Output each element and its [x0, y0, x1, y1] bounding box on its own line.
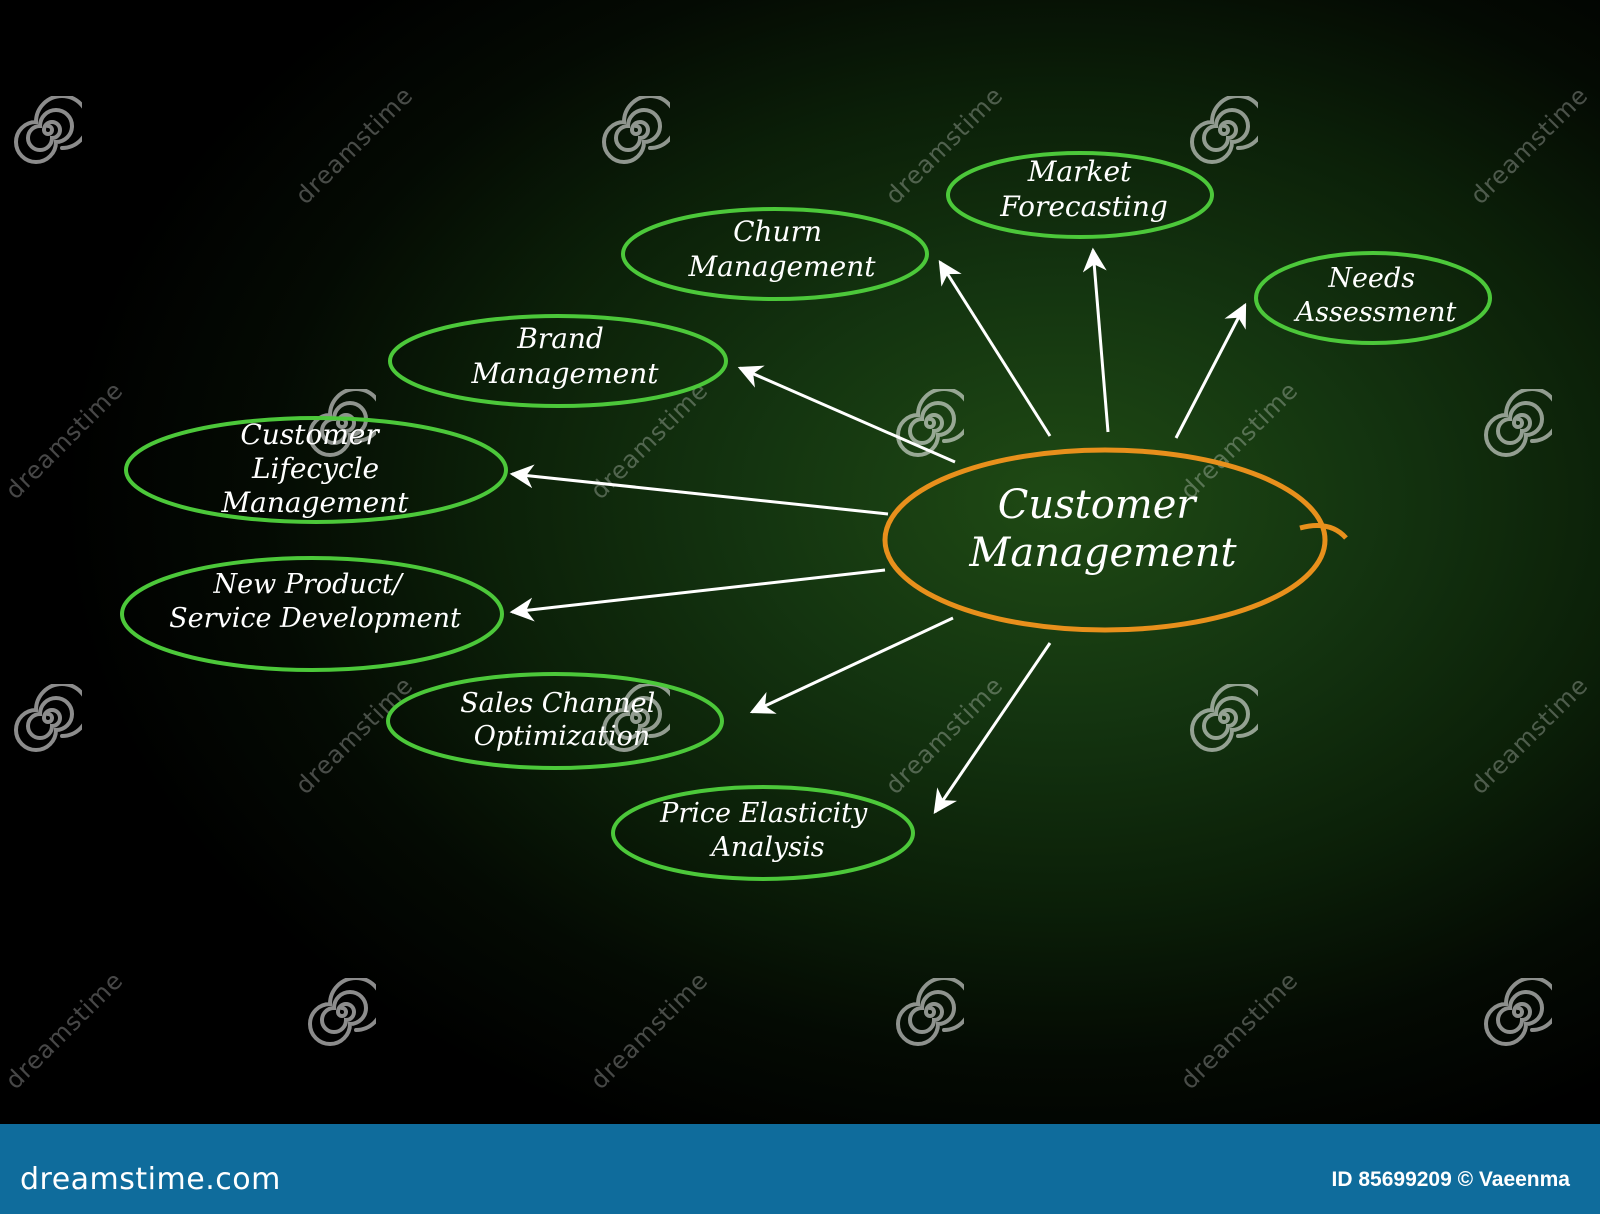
svg-text:New Product/ Service D: New Product/ Service Development: [169, 569, 461, 634]
node-price: Price Elasticity Analysis: [611, 785, 915, 881]
center-ellipse-tail: [1299, 523, 1348, 540]
node-label: Churn: [733, 215, 822, 248]
arrow-to-clm: [509, 464, 889, 516]
node-label: Analysis: [708, 832, 824, 863]
svg-text:Market Forecasting: Market Forecasting: [999, 155, 1168, 223]
node-clm: Customer Lifecycle Management: [124, 416, 508, 524]
footer-bar: dreamstime.com ID 85699209 © Vaeenma: [0, 1124, 1600, 1214]
node-sales: Sales Channel Optimization: [386, 672, 724, 770]
node-label: Market: [1027, 155, 1132, 188]
svg-text:Customer Management: Customer Management: [968, 482, 1237, 576]
node-npd: New Product/ Service Development: [120, 556, 504, 672]
node-label: Sales Channel: [460, 688, 655, 719]
footer-logo[interactable]: dreamstime.com: [20, 1162, 281, 1197]
node-ellipse: [388, 314, 728, 408]
node-ellipse: [946, 151, 1214, 239]
node-label: Price Elasticity: [659, 798, 868, 829]
node-churn: Churn Management: [621, 207, 929, 301]
arrows: [509, 247, 1247, 814]
node-market: Market Forecasting: [946, 151, 1214, 239]
svg-text:Customer Lifecycle: Customer Lifecycle Management: [221, 418, 410, 519]
node-label: New Product/: [213, 569, 405, 600]
node-label: Brand: [516, 322, 604, 355]
node-label: Needs: [1327, 263, 1415, 294]
node-label: Assessment: [1293, 297, 1457, 328]
arrow-to-brand: [737, 365, 956, 464]
center-ellipse: [882, 447, 1328, 633]
node-label: Customer: [240, 418, 380, 451]
node-ellipse: [621, 207, 929, 301]
spiral-logo-icon: [602, 682, 678, 757]
spiral-logo-icon: [1190, 94, 1266, 169]
spiral-logo-icon: [14, 94, 90, 169]
node-ellipse: [124, 416, 508, 524]
node-label: Management: [221, 486, 410, 519]
node-brand: Brand Management: [388, 314, 728, 408]
arrow-to-needs: [1174, 302, 1247, 439]
mind-map: Churn Management Market Forecasting Need…: [120, 151, 1492, 881]
spiral-logo-icon: [1484, 976, 1560, 1051]
node-ellipse: [1254, 251, 1492, 345]
spiral-logo-icon: [1190, 682, 1266, 757]
node-label: Management: [688, 250, 877, 283]
svg-text:Needs Assessment: Needs Assessment: [1293, 263, 1457, 328]
spiral-logo-icon: [308, 976, 384, 1051]
node-ellipse: [611, 785, 915, 881]
image-id-credit: ID 85699209 © Vaeenma: [1331, 1168, 1570, 1191]
spiral-logo-icon: [896, 387, 972, 462]
node-ellipse: [386, 672, 724, 770]
arrow-to-price: [933, 642, 1052, 814]
center-label: Customer: [998, 482, 1199, 528]
arrow-to-sales: [749, 616, 954, 714]
arrow-to-churn: [938, 259, 1052, 437]
center-label: Management: [968, 530, 1237, 576]
arrow-to-market: [1082, 247, 1110, 433]
spiral-logo-icon: [896, 976, 972, 1051]
svg-text:Price Elasticity Analy: Price Elasticity Analysis: [659, 798, 876, 863]
node-label: Optimization: [474, 721, 651, 752]
spiral-logo-icon: [602, 94, 678, 169]
arrow-to-npd: [509, 568, 886, 622]
node-needs: Needs Assessment: [1254, 251, 1492, 345]
node-label: Service Development: [169, 603, 461, 634]
node-ellipse: [120, 556, 504, 672]
spiral-logo-icon: [1484, 387, 1560, 462]
spiral-logo-icon: [14, 682, 90, 757]
svg-text:Sales Channel Optimiza: Sales Channel Optimization: [460, 688, 664, 752]
svg-text:Churn Management: Churn Management: [688, 215, 877, 283]
node-label: Lifecycle: [251, 452, 379, 485]
node-label: Forecasting: [999, 190, 1168, 223]
node-label: Management: [471, 357, 660, 390]
center-node: Customer Management: [882, 447, 1348, 633]
svg-text:Brand Management: Brand Management: [471, 322, 660, 390]
